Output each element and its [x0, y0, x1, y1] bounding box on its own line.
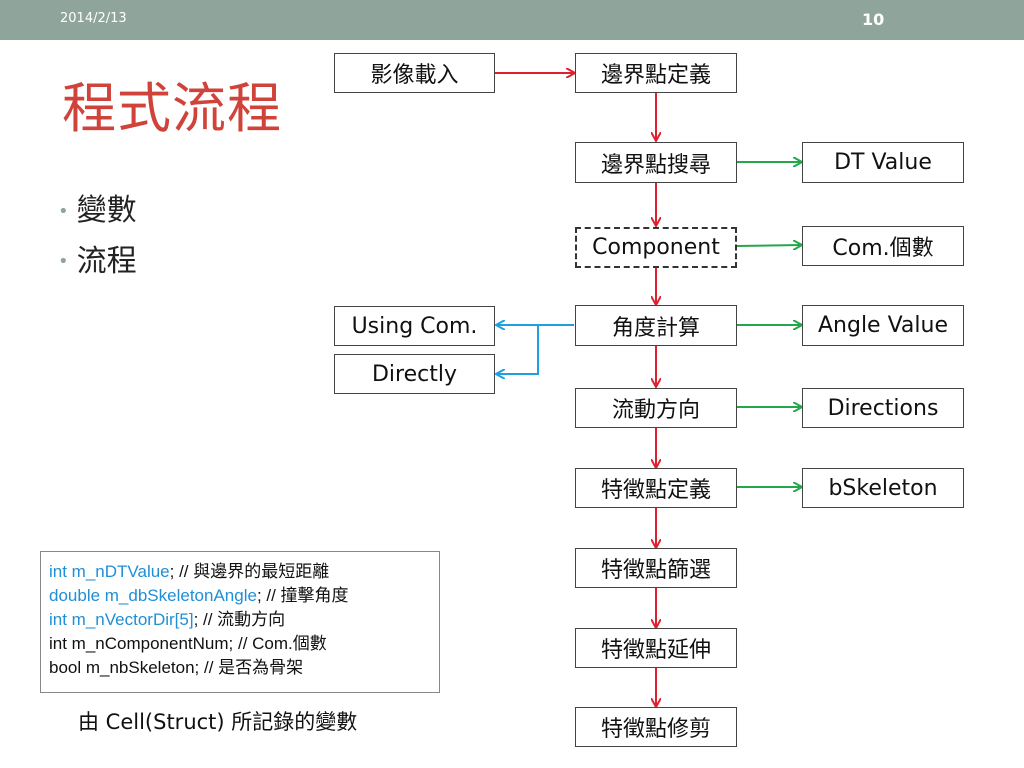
- step-feature-filter: 特徵點篩選: [575, 548, 737, 588]
- step-angle-calc: 角度計算: [575, 305, 737, 346]
- bullet-item: • 變數: [58, 186, 137, 237]
- code-keyword: int m_nDTValue: [49, 562, 170, 581]
- step-load-image: 影像載入: [334, 53, 495, 93]
- step-boundary-search: 邊界點搜尋: [575, 142, 737, 183]
- step-feature-define: 特徵點定義: [575, 468, 737, 508]
- arrow-angle-to-directly: [497, 325, 539, 374]
- bullet-text: 流程: [76, 243, 137, 279]
- output-bskeleton: bSkeleton: [802, 468, 964, 508]
- step-component: Component: [575, 227, 737, 268]
- slide-date: 2014/2/13: [60, 11, 127, 26]
- output-directions: Directions: [802, 388, 964, 428]
- step-flow-direction: 流動方向: [575, 388, 737, 428]
- code-caption: 由 Cell(Struct) 所記錄的變數: [78, 710, 358, 734]
- variable-code-box: int m_nDTValue; // 與邊界的最短距離 double m_dbS…: [40, 551, 440, 693]
- step-feature-prune: 特徵點修剪: [575, 707, 737, 747]
- step-feature-extend: 特徵點延伸: [575, 628, 737, 668]
- code-keyword: double m_dbSkeletonAngle: [49, 586, 257, 605]
- bullet-item: • 流程: [58, 237, 137, 288]
- page-number: 10: [862, 10, 885, 29]
- output-com-count: Com.個數: [802, 226, 964, 266]
- code-line: int m_nDTValue; // 與邊界的最短距離: [49, 560, 431, 584]
- code-line: double m_dbSkeletonAngle; // 撞擊角度: [49, 584, 431, 608]
- option-using-com: Using Com.: [334, 306, 495, 346]
- output-dt-value: DT Value: [802, 142, 964, 183]
- code-line: bool m_nbSkeleton; // 是否為骨架: [49, 658, 304, 677]
- bullet-list: • 變數 • 流程: [58, 186, 137, 287]
- code-comment: ; // 撞擊角度: [256, 586, 349, 605]
- header-bar: 2014/2/13 10: [0, 0, 1024, 40]
- slide-title: 程式流程: [62, 77, 282, 140]
- bullet-text: 變數: [76, 193, 137, 228]
- code-comment: ; // 流動方向: [193, 610, 286, 629]
- code-line: int m_nVectorDir[5]; // 流動方向: [49, 608, 431, 632]
- bullet-dot-icon: •: [58, 251, 69, 272]
- option-directly: Directly: [334, 354, 495, 394]
- arrow-component-to-count: [736, 245, 801, 246]
- code-line: int m_nComponentNum; // Com.個數: [49, 634, 327, 653]
- bullet-dot-icon: •: [58, 200, 69, 222]
- output-angle-value: Angle Value: [802, 305, 964, 346]
- code-keyword: int m_nVectorDir[5]: [49, 610, 194, 629]
- code-comment: ; // 與邊界的最短距離: [169, 562, 330, 581]
- step-boundary-define: 邊界點定義: [575, 53, 737, 93]
